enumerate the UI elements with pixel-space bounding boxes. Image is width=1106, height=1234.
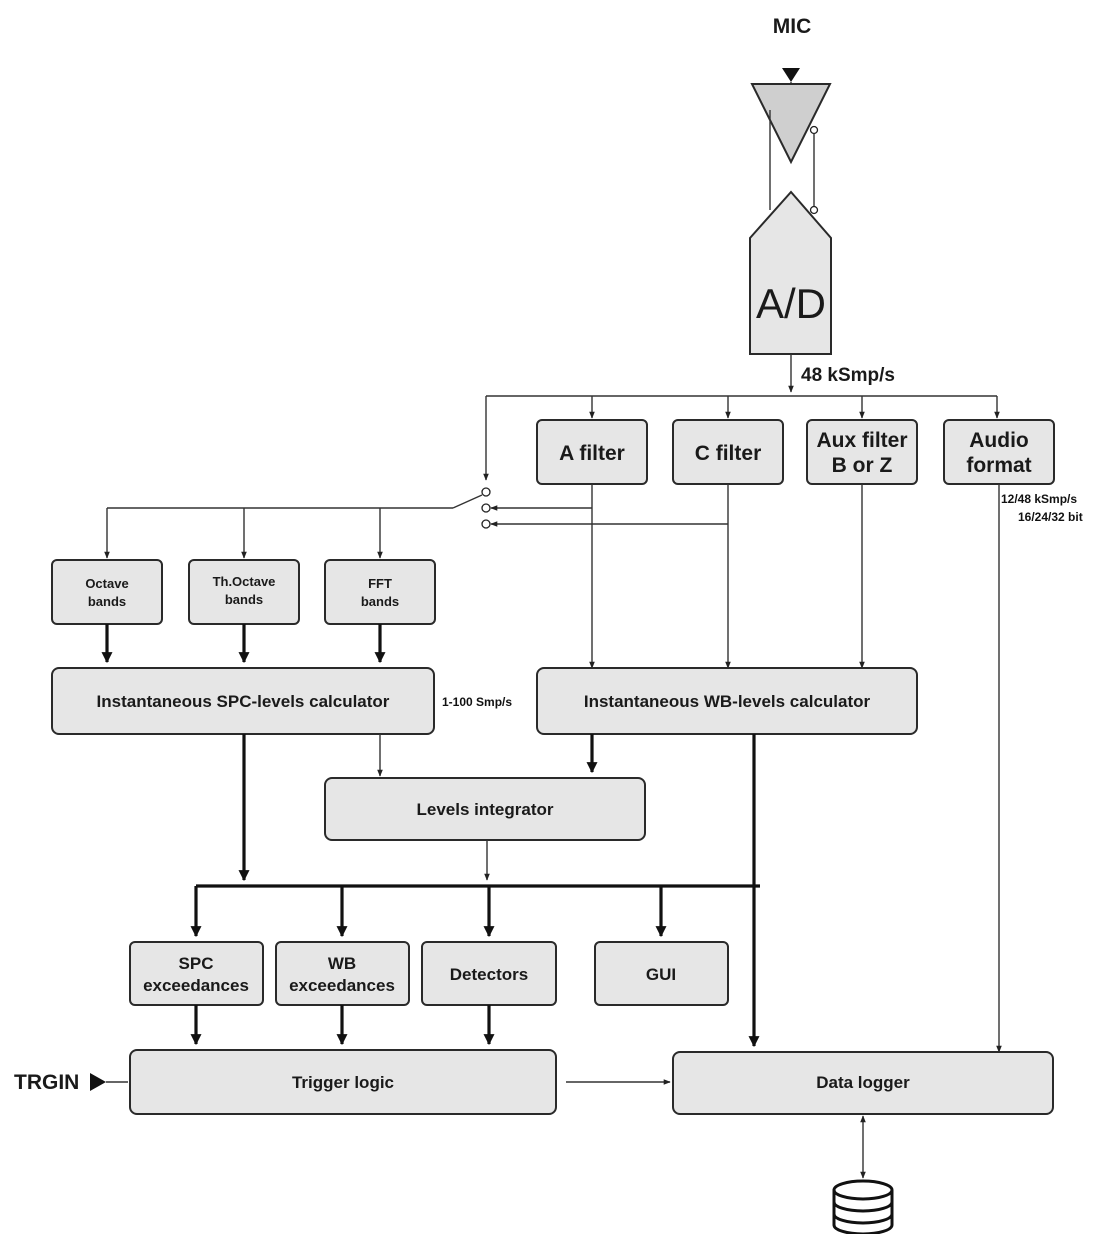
gui-block <box>594 941 729 1006</box>
spc-exceedances-label-line1: SPC <box>179 954 214 973</box>
amplifier-gain-node <box>809 125 819 135</box>
octave-bands-label-line1: Octave <box>85 576 128 591</box>
fft-bands-block <box>324 559 436 625</box>
data-logger-label: Data logger <box>816 1073 910 1092</box>
spc-rate-note: 1-100 Smp/s <box>442 695 512 709</box>
audio-rate-note: 12/48 kSmp/s <box>1001 492 1077 506</box>
wb-exceedances-block <box>275 941 410 1006</box>
wb-exceedances-label-line1: WB <box>328 954 356 973</box>
third-octave-bands-label-line2: bands <box>225 592 263 607</box>
spc-levels-calculator-label: Instantaneous SPC-levels calculator <box>97 692 390 711</box>
spc-exceedances-block <box>129 941 264 1006</box>
audio-bit-note: 16/24/32 bit <box>1018 510 1083 524</box>
audio-format-label-line1: Audio <box>969 429 1028 452</box>
gui-label: GUI <box>646 965 676 984</box>
fft-bands-label-line2: bands <box>361 594 399 609</box>
levels-integrator-block <box>324 777 646 841</box>
database-icon <box>832 1179 894 1234</box>
switch-contact-3 <box>481 519 491 529</box>
data-logger-block <box>672 1051 1054 1115</box>
wb-exceedances-label-line2: exceedances <box>289 976 395 995</box>
a-filter-label: A filter <box>559 442 625 465</box>
trigger-logic-label: Trigger logic <box>292 1073 394 1092</box>
trigger-in-arrow <box>90 1073 106 1091</box>
wb-levels-calculator-block <box>536 667 918 735</box>
mic-label: MIC <box>773 15 812 38</box>
octave-bands-block <box>51 559 163 625</box>
trigger-in-label: TRGIN <box>14 1071 79 1094</box>
mic-arrow <box>782 68 800 82</box>
levels-integrator-label: Levels integrator <box>417 800 554 819</box>
aux-filter-label-line1: Aux filter <box>816 429 907 452</box>
wb-levels-calculator-label: Instantaneous WB-levels calculator <box>584 692 871 711</box>
amplifier-symbol <box>750 83 832 165</box>
adc-block <box>749 190 832 355</box>
c-filter-label: C filter <box>695 442 762 465</box>
adc-label: A/D <box>756 280 826 327</box>
trigger-logic-block <box>129 1049 557 1115</box>
switch-contact-2 <box>481 503 491 513</box>
detectors-label: Detectors <box>450 965 528 984</box>
fft-bands-label-line1: FFT <box>368 576 392 591</box>
switch-contact-1 <box>481 487 491 497</box>
octave-bands-label-line2: bands <box>88 594 126 609</box>
third-octave-bands-label-line1: Th.Octave <box>213 574 276 589</box>
sample-rate-label: 48 kSmp/s <box>801 365 895 386</box>
spc-exceedances-label-line2: exceedances <box>143 976 249 995</box>
aux-filter-label-line2: B or Z <box>832 454 893 477</box>
audio-format-label-line2: format <box>966 454 1031 477</box>
